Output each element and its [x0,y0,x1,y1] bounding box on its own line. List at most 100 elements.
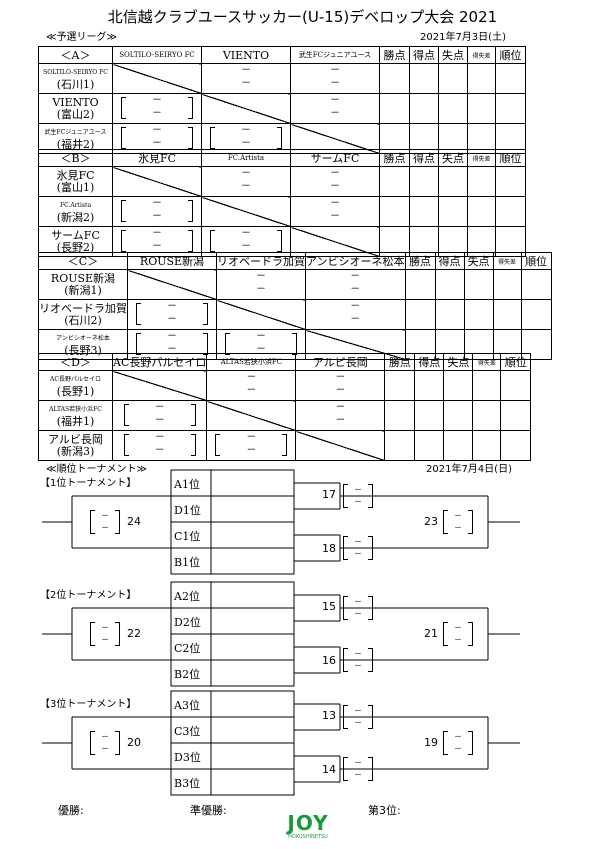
team-region: (石川1) [56,77,95,91]
seed-label: B3位 [174,777,201,790]
bracket-name: 【3位トーナメント】 [40,699,137,710]
stat-cell [414,400,445,431]
diagonal-cell [295,430,386,461]
score-dash: － [354,758,362,767]
stat-header: 得失差 [467,46,496,64]
runner-up-label: 準優勝: [190,804,227,817]
column-team: 氷見FC [112,149,202,167]
score-dash: － [241,125,251,136]
score-box: －－ [343,596,373,620]
stat-header: 勝点 [404,252,436,270]
team-name: FC.Artista [59,201,92,209]
logo-mark: JOY [287,811,329,835]
stat-cell [443,370,474,401]
stat-cell [414,430,445,461]
score-cell: －－ [206,370,297,401]
score-dash: － [101,623,109,632]
seed-label: C1位 [174,530,201,543]
row-team: VIENTO(富山2) [38,93,113,124]
column-team: FC.Artista [201,149,291,167]
score-dash: － [101,732,109,741]
score-dash: － [454,523,462,532]
stat-cell [434,269,465,300]
score-dash: － [354,706,362,715]
score-dash: － [330,65,340,76]
stat-cell [472,430,502,461]
stat-header: 勝点 [379,149,410,167]
stat-header: 得点 [434,252,465,270]
group-name: ＜A＞ [38,46,113,64]
page-title: 北信越クラブユースサッカー(U-15)デベロップ大会 2021 [107,8,498,26]
score-dash: － [152,211,162,222]
score-box: －－ [114,95,201,123]
team-name: AC長野パルセイロ [50,375,101,383]
score-box: －－ [443,622,473,646]
score-dash: － [454,511,462,520]
score-dash: － [256,271,266,282]
stat-header: 勝点 [384,353,416,371]
score-box: －－ [203,228,290,256]
score-dash: － [246,445,257,456]
column-team: VIENTO [201,46,291,64]
stat-cell [492,269,522,300]
score-box: －－ [208,432,295,460]
score-dash: － [152,241,162,252]
score-dash: － [354,649,362,658]
score-dash: － [350,301,361,312]
score-dash: － [454,744,462,753]
team-region: (富山1) [56,180,95,194]
score-cell: －－ [111,430,208,461]
score-cell: －－ [201,226,291,257]
stat-cell [409,63,439,94]
group-name: ＜D＞ [38,353,113,371]
score-box: －－ [292,198,379,226]
row-team: SOLTILO-SEIRYO FC(石川1) [38,63,113,94]
seed-label: A2位 [174,590,200,603]
stat-header: 失点 [438,46,468,64]
score-box: －－ [292,65,379,93]
stat-cell [384,430,416,461]
score-dash: － [330,95,340,106]
score-cell: －－ [112,226,202,257]
score-cell: －－ [305,299,406,330]
score-dash: － [350,271,361,282]
score-dash: － [241,65,251,76]
score-box: －－ [297,402,384,430]
score-cell: －－ [201,63,291,94]
seed-label: C3位 [174,725,201,738]
stat-cell [409,93,439,124]
row-team: 氷見FC(富山1) [38,166,113,197]
score-dash: － [330,198,340,209]
team-name: ALTAS若狭小浜FC [49,405,102,413]
score-dash: － [354,485,362,494]
column-team: ROUSE新潟 [127,252,217,270]
score-dash: － [454,732,462,741]
score-dash: － [152,125,162,136]
score-dash: － [154,445,165,456]
stat-cell [414,370,445,401]
score-dash: － [152,198,162,209]
stat-cell [500,430,532,461]
score-cell: －－ [295,400,386,431]
team-name: ROUSE新潟 [50,271,116,285]
stat-cell [384,370,416,401]
seed-label: D3位 [174,751,201,764]
diagonal-cell [201,93,291,124]
stat-header: 順位 [495,149,526,167]
score-dash: － [152,138,162,149]
score-box: －－ [114,125,201,153]
score-box: －－ [343,484,373,508]
score-dash: － [246,372,257,383]
diagonal-cell [111,370,208,401]
score-dash: － [101,635,109,644]
score-dash: － [241,241,251,252]
stat-header: 得点 [409,46,439,64]
stat-cell [463,299,494,330]
score-box: －－ [114,198,201,226]
column-team: AC長野パルセイロ [111,353,208,371]
score-dash: － [246,432,257,443]
score-dash: － [152,95,162,106]
stat-header: 勝点 [379,46,410,64]
diagonal-cell [112,166,202,197]
